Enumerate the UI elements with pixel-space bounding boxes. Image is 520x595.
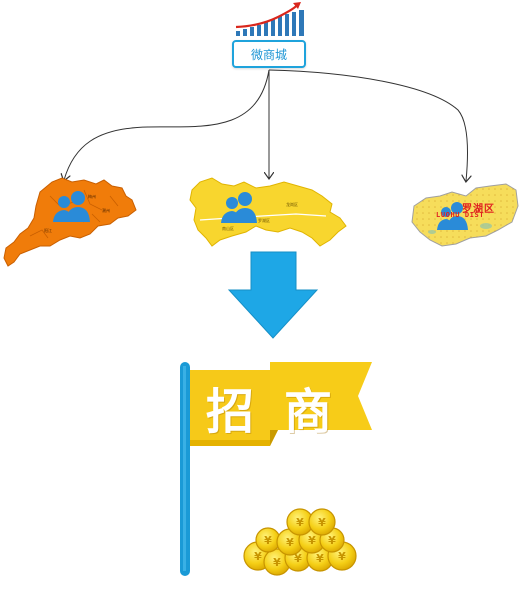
svg-text:¥: ¥ (296, 516, 304, 529)
svg-text:潮州: 潮州 (102, 207, 110, 213)
user-group-icon (53, 191, 90, 222)
down-arrow-icon (227, 251, 319, 339)
connector-lines (64, 69, 468, 181)
svg-text:¥: ¥ (286, 536, 294, 549)
luohu-district-label: 罗湖区 (462, 204, 495, 215)
svg-text:¥: ¥ (308, 534, 316, 547)
svg-text:¥: ¥ (318, 516, 326, 529)
luohu-map (411, 183, 519, 247)
svg-text:梅州: 梅州 (88, 193, 96, 199)
gold-coins-icon: ¥¥¥ ¥¥¥ ¥¥¥ ¥¥ (243, 508, 357, 576)
recruitment-flag-icon (180, 362, 372, 576)
svg-text:¥: ¥ (338, 550, 346, 563)
svg-text:¥: ¥ (264, 534, 272, 547)
user-group-icon (437, 202, 468, 230)
flag-text-zhao: 招 (205, 384, 254, 440)
flag-text-shang: 商 (283, 384, 332, 440)
luohu-district-sublabel: LUOHU DIST (436, 211, 485, 219)
growth-bar-chart-icon (235, 2, 304, 36)
svg-text:阳江: 阳江 (44, 227, 52, 233)
svg-text:罗湖区: 罗湖区 (258, 217, 270, 223)
svg-text:¥: ¥ (316, 552, 324, 565)
svg-text:¥: ¥ (254, 550, 262, 563)
svg-text:¥: ¥ (294, 552, 302, 565)
svg-text:¥: ¥ (273, 556, 281, 569)
svg-text:¥: ¥ (328, 534, 336, 547)
wechat-mall-node: 微商城 (232, 40, 306, 68)
user-group-icon (221, 192, 257, 223)
svg-text:南山区: 南山区 (222, 225, 234, 231)
svg-text:龙岗区: 龙岗区 (286, 201, 298, 207)
wechat-mall-label: 微商城 (250, 47, 287, 62)
